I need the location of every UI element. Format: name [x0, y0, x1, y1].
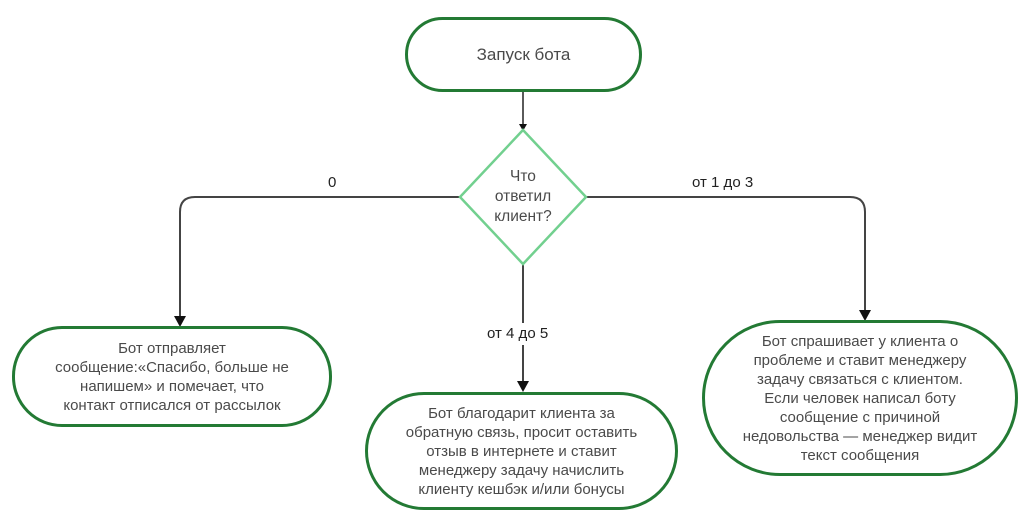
- outcome-middle-line: обратную связь, просит оставить: [405, 423, 638, 441]
- edge-label-middle: от 4 до 5: [487, 323, 549, 345]
- outcome-left-node: Бот отправляет сообщение:«Спасибо, больш…: [12, 326, 332, 427]
- connector-decision-to-right: [586, 196, 866, 312]
- edge-label-left: 0: [328, 174, 337, 192]
- decision-line: Что: [510, 168, 536, 185]
- start-node: Запуск бота: [405, 17, 642, 92]
- decision-line: ответил: [494, 188, 552, 205]
- arrowhead-right: [859, 310, 871, 321]
- decision-line: клиент?: [494, 208, 552, 225]
- outcome-left-line: Бот отправляет: [118, 339, 226, 357]
- outcome-left-line: контакт отписался от рассылок: [63, 396, 281, 414]
- arrowhead-decision: [519, 124, 527, 131]
- outcome-left-line: напишем» и помечает, что: [80, 377, 264, 395]
- outcome-right-line: Если человек написал боту: [764, 389, 956, 407]
- outcome-left-line: сообщение:«Спасибо, больше не: [55, 358, 289, 376]
- decision-diamond: [458, 128, 588, 266]
- outcome-middle-line: менеджеру задачу начислить: [418, 461, 625, 479]
- outcome-middle-line: клиенту кешбэк и/или бонусы: [418, 480, 625, 498]
- outcome-right-line: недовольства — менеджер видит: [742, 427, 978, 445]
- arrowhead-middle: [517, 381, 529, 392]
- outcome-middle-line: Бот благодарит клиента за: [428, 404, 615, 422]
- outcome-right-line: проблеме и ставит менеджеру: [753, 351, 967, 369]
- connector-decision-to-left: [179, 196, 460, 318]
- edge-label-right: от 1 до 3: [692, 174, 754, 192]
- outcome-right-line: Бот спрашивает у клиента о: [761, 332, 959, 350]
- decision-label: Что ответил клиент?: [463, 167, 583, 227]
- start-node-label: Запуск бота: [476, 45, 571, 64]
- outcome-middle-node: Бот благодарит клиента за обратную связь…: [365, 392, 678, 510]
- outcome-right-line: текст сообщения: [800, 446, 920, 464]
- outcome-middle-line: отзыв в интернете и ставит: [426, 442, 617, 460]
- outcome-right-line: задачу связаться с клиентом.: [757, 370, 963, 388]
- outcome-right-node: Бот спрашивает у клиента о проблеме и ст…: [702, 320, 1018, 476]
- outcome-right-line: сообщение с причиной: [779, 408, 941, 426]
- arrowhead-left: [174, 316, 186, 327]
